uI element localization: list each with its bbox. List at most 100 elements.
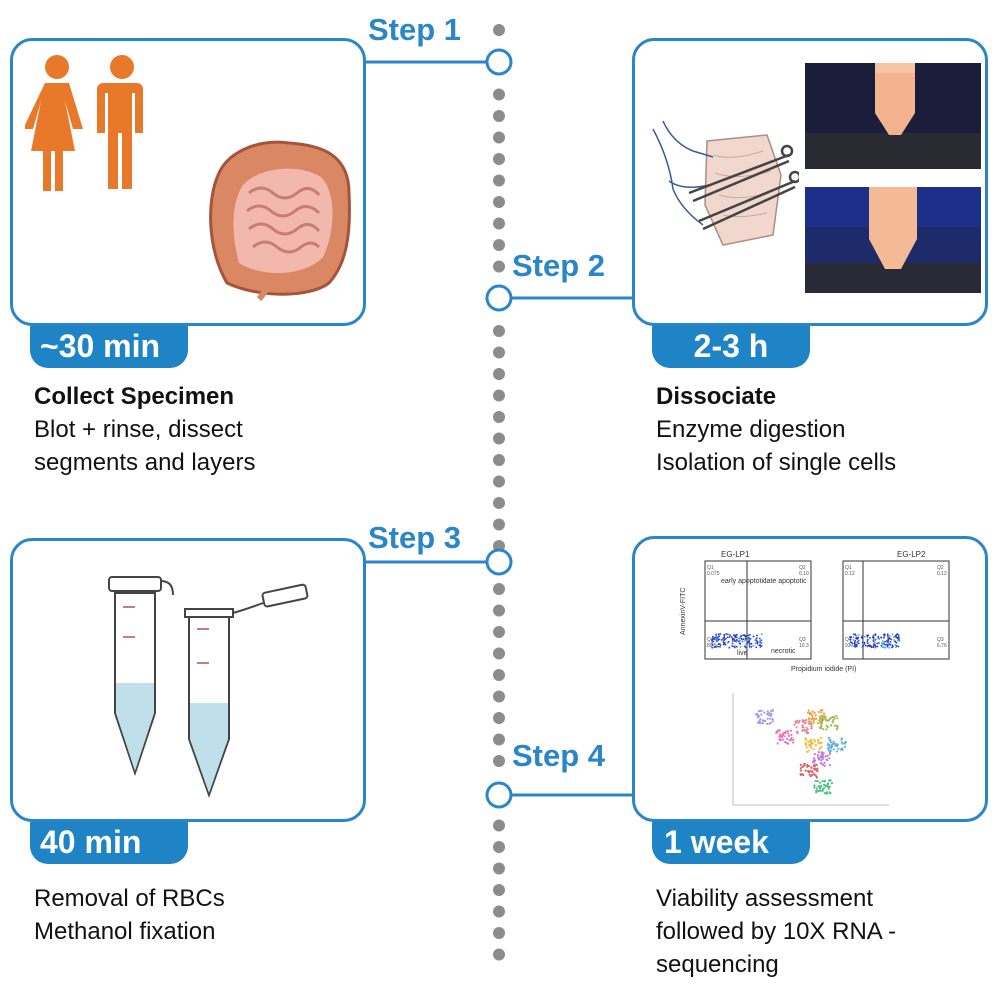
step-4-line-3: sequencing (656, 951, 779, 978)
flow-event (723, 636, 726, 639)
flow-event (742, 638, 745, 641)
flow-event (852, 639, 855, 641)
intestine-illustration (209, 140, 351, 302)
umap-cell (836, 717, 839, 720)
flow-event (874, 644, 877, 647)
umap-cell (820, 759, 823, 762)
flow-event (761, 633, 763, 636)
flow-quadrant-late-apoptotic: late apoptotic (765, 578, 807, 585)
flow-event (725, 633, 728, 635)
lp2-q1-value: 0.12 (845, 571, 855, 577)
flow-event (857, 639, 860, 642)
umap-cell (807, 749, 810, 752)
flow-event (887, 642, 890, 644)
node-step-4 (485, 781, 513, 809)
umap-cell (820, 784, 823, 788)
lp1-q4-id: Q4 (707, 637, 714, 643)
umap-cell (833, 724, 837, 727)
umap-cell (829, 739, 832, 742)
step-2-line-1: Enzyme digestion (656, 416, 846, 443)
umap-cell (801, 726, 805, 729)
step-1-title: Collect Specimen (34, 383, 235, 410)
flow-event (872, 643, 875, 646)
flow-event (849, 644, 852, 646)
umap-cell (830, 782, 834, 785)
timeline-dot (493, 153, 505, 165)
flow-event (750, 645, 753, 648)
umap-cell (810, 770, 813, 773)
flow-event (857, 634, 860, 636)
flow-event (851, 642, 854, 645)
flow-event (742, 634, 745, 637)
lp1-q1-value: 0.075 (707, 571, 720, 577)
umap-cell (823, 786, 826, 789)
umap-cell (812, 717, 815, 720)
umap-cell (790, 736, 793, 740)
flow-event (727, 640, 730, 643)
lp1-q3-id: Q3 (799, 637, 806, 643)
umap-cell (836, 726, 839, 730)
umap-cell (821, 757, 824, 760)
umap-cell (832, 748, 835, 751)
step-2-duration: 2-3 h (652, 326, 810, 368)
flow-event (860, 636, 863, 639)
umap-cell (813, 784, 816, 787)
flow-event (891, 645, 894, 648)
umap-cell (810, 725, 813, 728)
flow-event (870, 646, 873, 649)
timeline-dot (493, 862, 505, 875)
step-1-label: Step 1 (368, 12, 462, 47)
umap-cell (825, 785, 828, 788)
umap-cell (799, 763, 802, 766)
flow-event (854, 634, 857, 636)
timeline-dot (493, 88, 505, 101)
umap-cell (758, 719, 761, 722)
umap-cell (806, 765, 809, 768)
umap-cell (807, 720, 810, 723)
flow-event (744, 646, 747, 649)
flow-event (724, 638, 727, 640)
timeline-dot (493, 260, 505, 273)
umap-cell (813, 786, 816, 789)
flow-event (748, 646, 751, 648)
umap-cell (811, 714, 814, 717)
umap-cell (812, 748, 816, 751)
timeline-dot (493, 948, 505, 961)
umap-cell (759, 718, 762, 721)
umap-cell (817, 751, 821, 754)
umap-cell (803, 762, 806, 766)
umap-cell (812, 719, 815, 722)
flow-event (718, 635, 721, 637)
umap-cell (766, 712, 769, 716)
umap-cell (807, 709, 810, 712)
flow-event (731, 640, 734, 642)
umap-cell (820, 724, 823, 727)
timeline-dot (493, 905, 505, 918)
timeline-dot (493, 755, 505, 767)
timeline-dot (493, 24, 505, 36)
umap-cell (787, 734, 791, 737)
step-2-line-2: Isolation of single cells (656, 449, 897, 476)
flow-event (876, 645, 879, 648)
umap-cell (801, 729, 804, 732)
flow-event (874, 642, 876, 644)
lp1-q2-value: 0.10 (799, 571, 809, 577)
microcentrifuge-tube-icon (108, 576, 309, 798)
umap-cell (823, 761, 826, 764)
umap-cell (821, 721, 824, 724)
flow-event (760, 642, 763, 645)
flow-event (734, 636, 737, 639)
flow-event (734, 640, 736, 643)
umap-cell (808, 770, 811, 773)
flow-event (889, 635, 891, 637)
flow-panel-1-title: EG-LP1 (721, 550, 750, 559)
flow-quadrant-live: live (737, 650, 748, 657)
timeline-dot (493, 239, 505, 251)
timeline-dot (493, 131, 505, 144)
step-4-duration: 1 week (652, 822, 810, 864)
umap-cell (795, 721, 798, 724)
step-4-card: EG-LP1 EG-LP2 early apoptotic late apopt… (632, 536, 988, 822)
flow-event (748, 640, 751, 643)
umap-cell (792, 738, 795, 741)
flow-event (754, 639, 757, 642)
